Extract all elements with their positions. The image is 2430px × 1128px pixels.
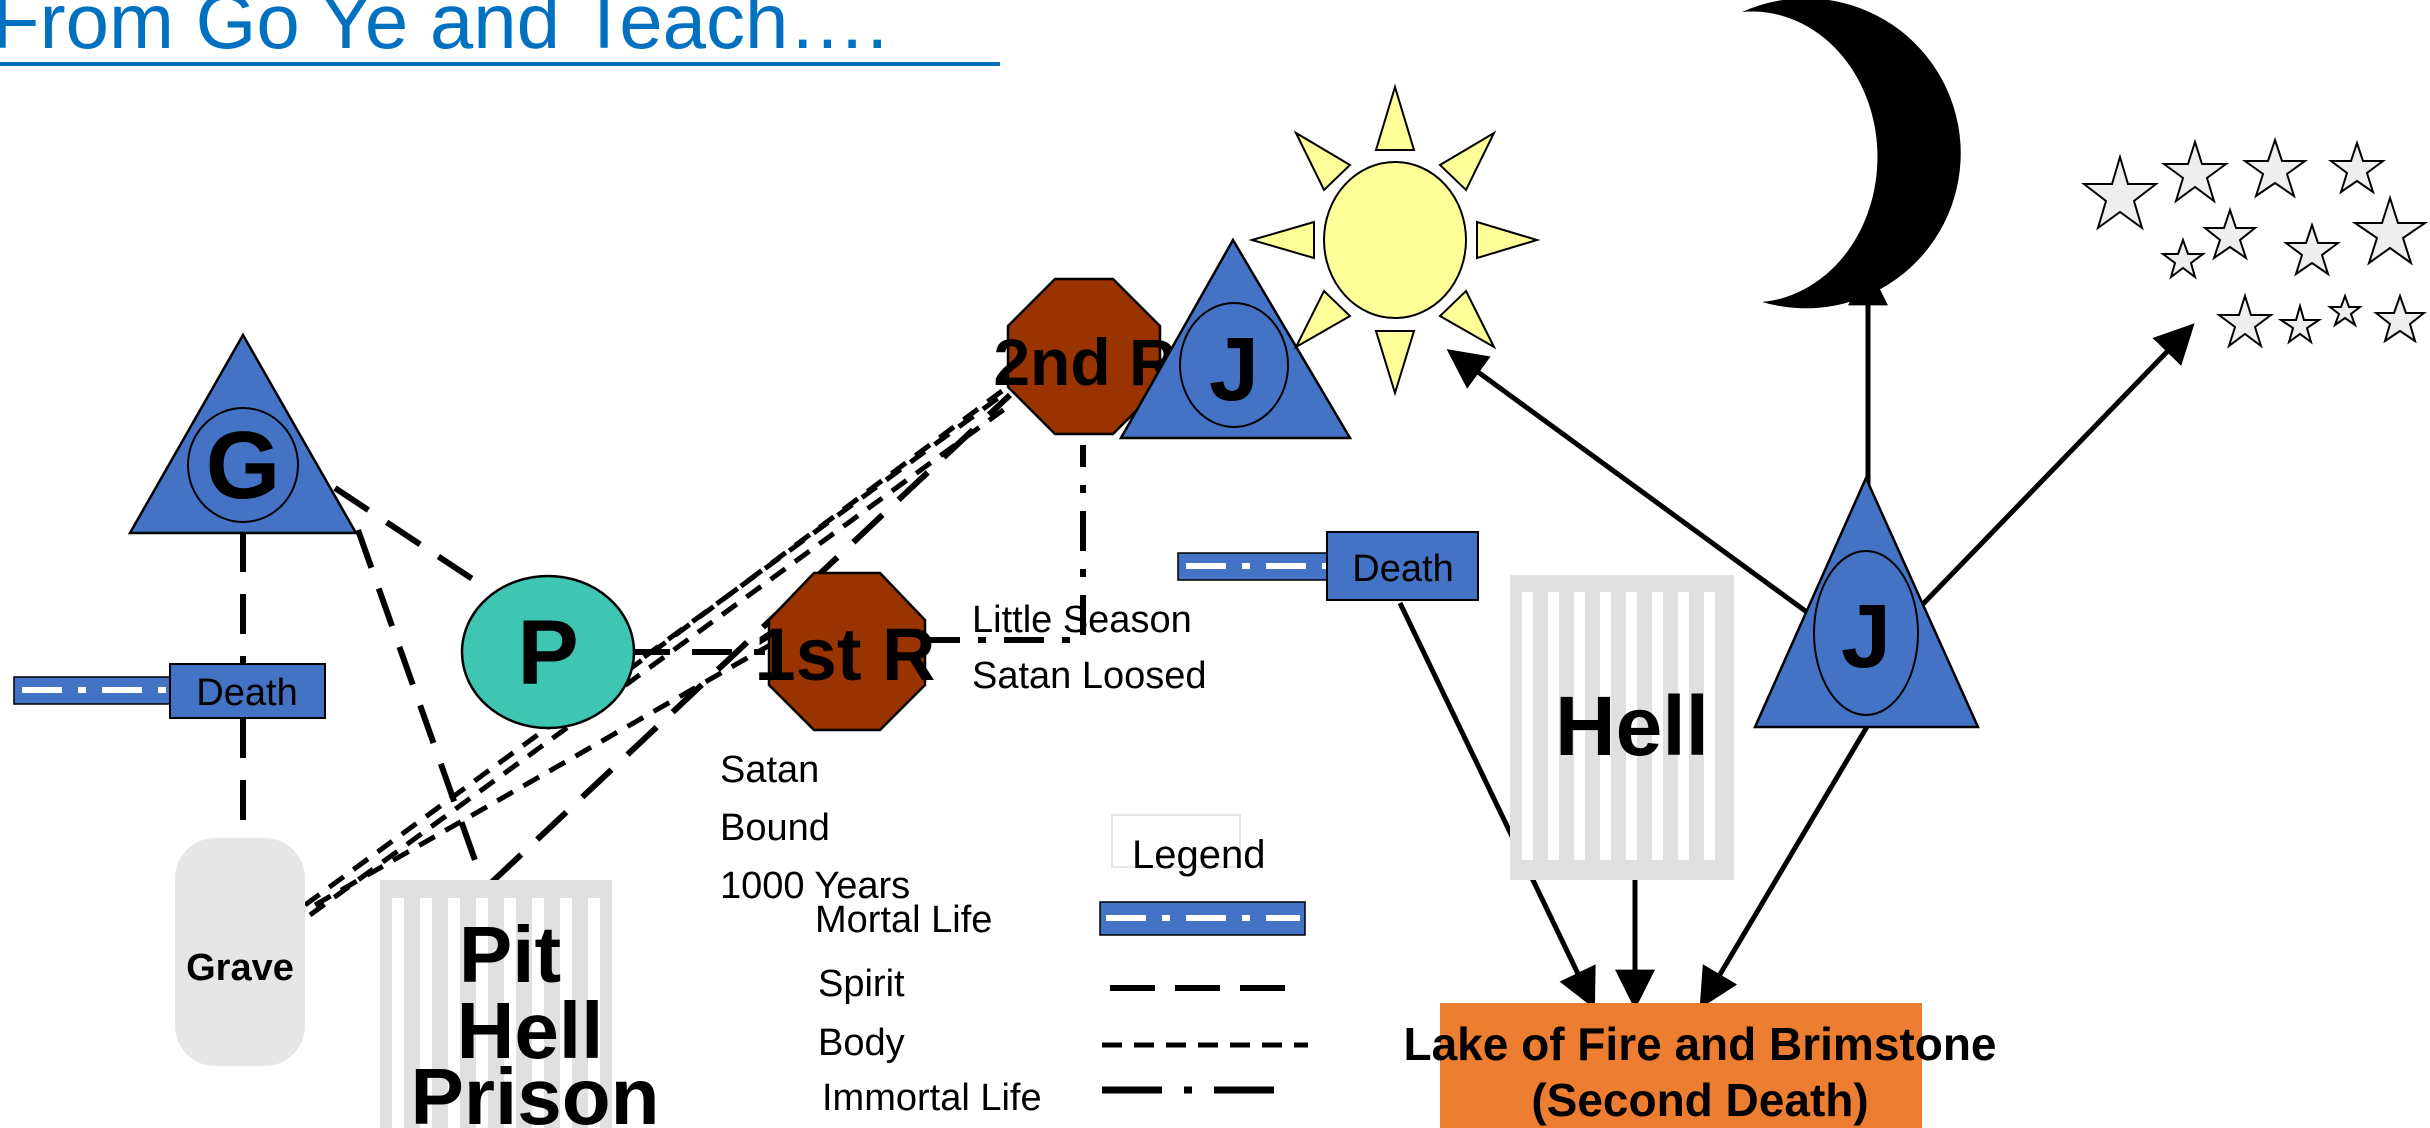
legend-label: Body bbox=[818, 1022, 905, 1064]
prison-label: Prison bbox=[411, 1052, 660, 1128]
body-line-grave-1stR bbox=[313, 642, 772, 908]
pit-prison-node: Pit Hell Prison bbox=[380, 880, 659, 1128]
god-node: G bbox=[127, 332, 359, 535]
arrow-judgment-to-stars bbox=[1920, 323, 2195, 607]
spirit-line-pit-2ndR bbox=[489, 392, 1013, 885]
lake-label-line-2: (Second Death) bbox=[1531, 1074, 1868, 1126]
inner-ellipse bbox=[187, 407, 299, 523]
octagon-shape bbox=[767, 571, 927, 732]
judgment-node-2: J bbox=[1753, 474, 1980, 729]
inner-ellipse bbox=[1179, 302, 1289, 428]
legend-item-immortal: Immortal Life bbox=[822, 1077, 1295, 1119]
paradise-label: P bbox=[517, 602, 578, 704]
arrow-judgment-to-sun bbox=[1446, 349, 1817, 621]
legend: Legend Mortal Life Spirit Body Immortal … bbox=[815, 814, 1308, 1119]
satan-bound-line-1: Satan bbox=[720, 749, 819, 791]
sun-icon bbox=[1248, 83, 1541, 397]
satan-bound-line-2: Bound bbox=[720, 807, 830, 849]
death-box bbox=[169, 663, 326, 719]
legend-label: Spirit bbox=[818, 963, 905, 1005]
arrows bbox=[1397, 265, 2195, 1010]
legend-title: Legend bbox=[1132, 833, 1265, 877]
hell-bars bbox=[1522, 592, 1715, 860]
legend-item-spirit: Spirit bbox=[818, 963, 1305, 1005]
grave-shape bbox=[175, 838, 305, 1066]
grave-node: Grave bbox=[175, 838, 305, 1066]
stars-icon bbox=[2081, 136, 2429, 349]
god-label: G bbox=[206, 412, 281, 519]
satan-bound-line-3: 1000 Years bbox=[720, 865, 910, 907]
second-resurrection-label: 2nd R bbox=[993, 325, 1176, 399]
arrow-judgment-to-lake bbox=[1699, 723, 1871, 1009]
grave-label: Grave bbox=[186, 947, 294, 989]
spirit-line-god-pit bbox=[355, 528, 485, 882]
connector-lines bbox=[240, 382, 1086, 918]
pit-label: Pit bbox=[459, 910, 561, 999]
paradise-shape bbox=[460, 574, 636, 730]
octagon-shape bbox=[1006, 277, 1162, 436]
little-season-line-1: Little Season bbox=[972, 599, 1192, 641]
lake-of-fire-node: Lake of Fire and Brimstone (Second Death… bbox=[1403, 1003, 1997, 1128]
arrow-death-to-lake bbox=[1397, 601, 1596, 1010]
legend-label: Immortal Life bbox=[822, 1077, 1042, 1119]
inner-ellipse bbox=[1813, 550, 1919, 716]
legend-item-mortal: Mortal Life bbox=[815, 899, 1306, 941]
hell-node: Hell bbox=[1510, 575, 1734, 880]
lake-label-line-1: Lake of Fire and Brimstone bbox=[1403, 1018, 1996, 1070]
little-season-note: Little Season Satan Loosed bbox=[972, 599, 1207, 697]
death-bar-right: Death bbox=[1177, 531, 1479, 601]
second-resurrection-node: 2nd R bbox=[993, 277, 1177, 436]
spirit-line-god-paradise bbox=[333, 485, 485, 589]
judgment-label-1: J bbox=[1209, 320, 1259, 420]
judgment-label-2: J bbox=[1841, 587, 1891, 687]
legend-item-body: Body bbox=[818, 1022, 1308, 1064]
body-line-grave-2ndR-b bbox=[308, 402, 1012, 918]
legend-label: Mortal Life bbox=[815, 899, 992, 941]
first-resurrection-label: 1st R bbox=[755, 613, 936, 696]
satan-bound-note: Satan Bound 1000 Years bbox=[720, 749, 910, 907]
judgment-node-1: J bbox=[1118, 237, 1353, 440]
death-box bbox=[1326, 531, 1479, 601]
hell-label: Hell bbox=[1555, 679, 1709, 773]
death-label: Death bbox=[196, 672, 297, 714]
prison-bars bbox=[392, 898, 600, 1128]
legend-title-box bbox=[1111, 814, 1241, 868]
paradise-node: P bbox=[460, 574, 636, 730]
death-bar-left: Death bbox=[13, 663, 326, 719]
title-link[interactable]: From Go Ye and Teach…. bbox=[0, 0, 1000, 66]
hell-label: Hell bbox=[457, 986, 604, 1075]
death-label: Death bbox=[1352, 548, 1453, 590]
lake-shape bbox=[1440, 1003, 1922, 1128]
hell-frame bbox=[1510, 575, 1734, 880]
moon-icon bbox=[1742, 0, 1961, 309]
first-resurrection-node: 1st R bbox=[755, 571, 936, 732]
title-text: From Go Ye and Teach…. bbox=[0, 0, 888, 65]
little-season-line-2: Satan Loosed bbox=[972, 655, 1207, 697]
prison-frame bbox=[380, 880, 612, 1128]
